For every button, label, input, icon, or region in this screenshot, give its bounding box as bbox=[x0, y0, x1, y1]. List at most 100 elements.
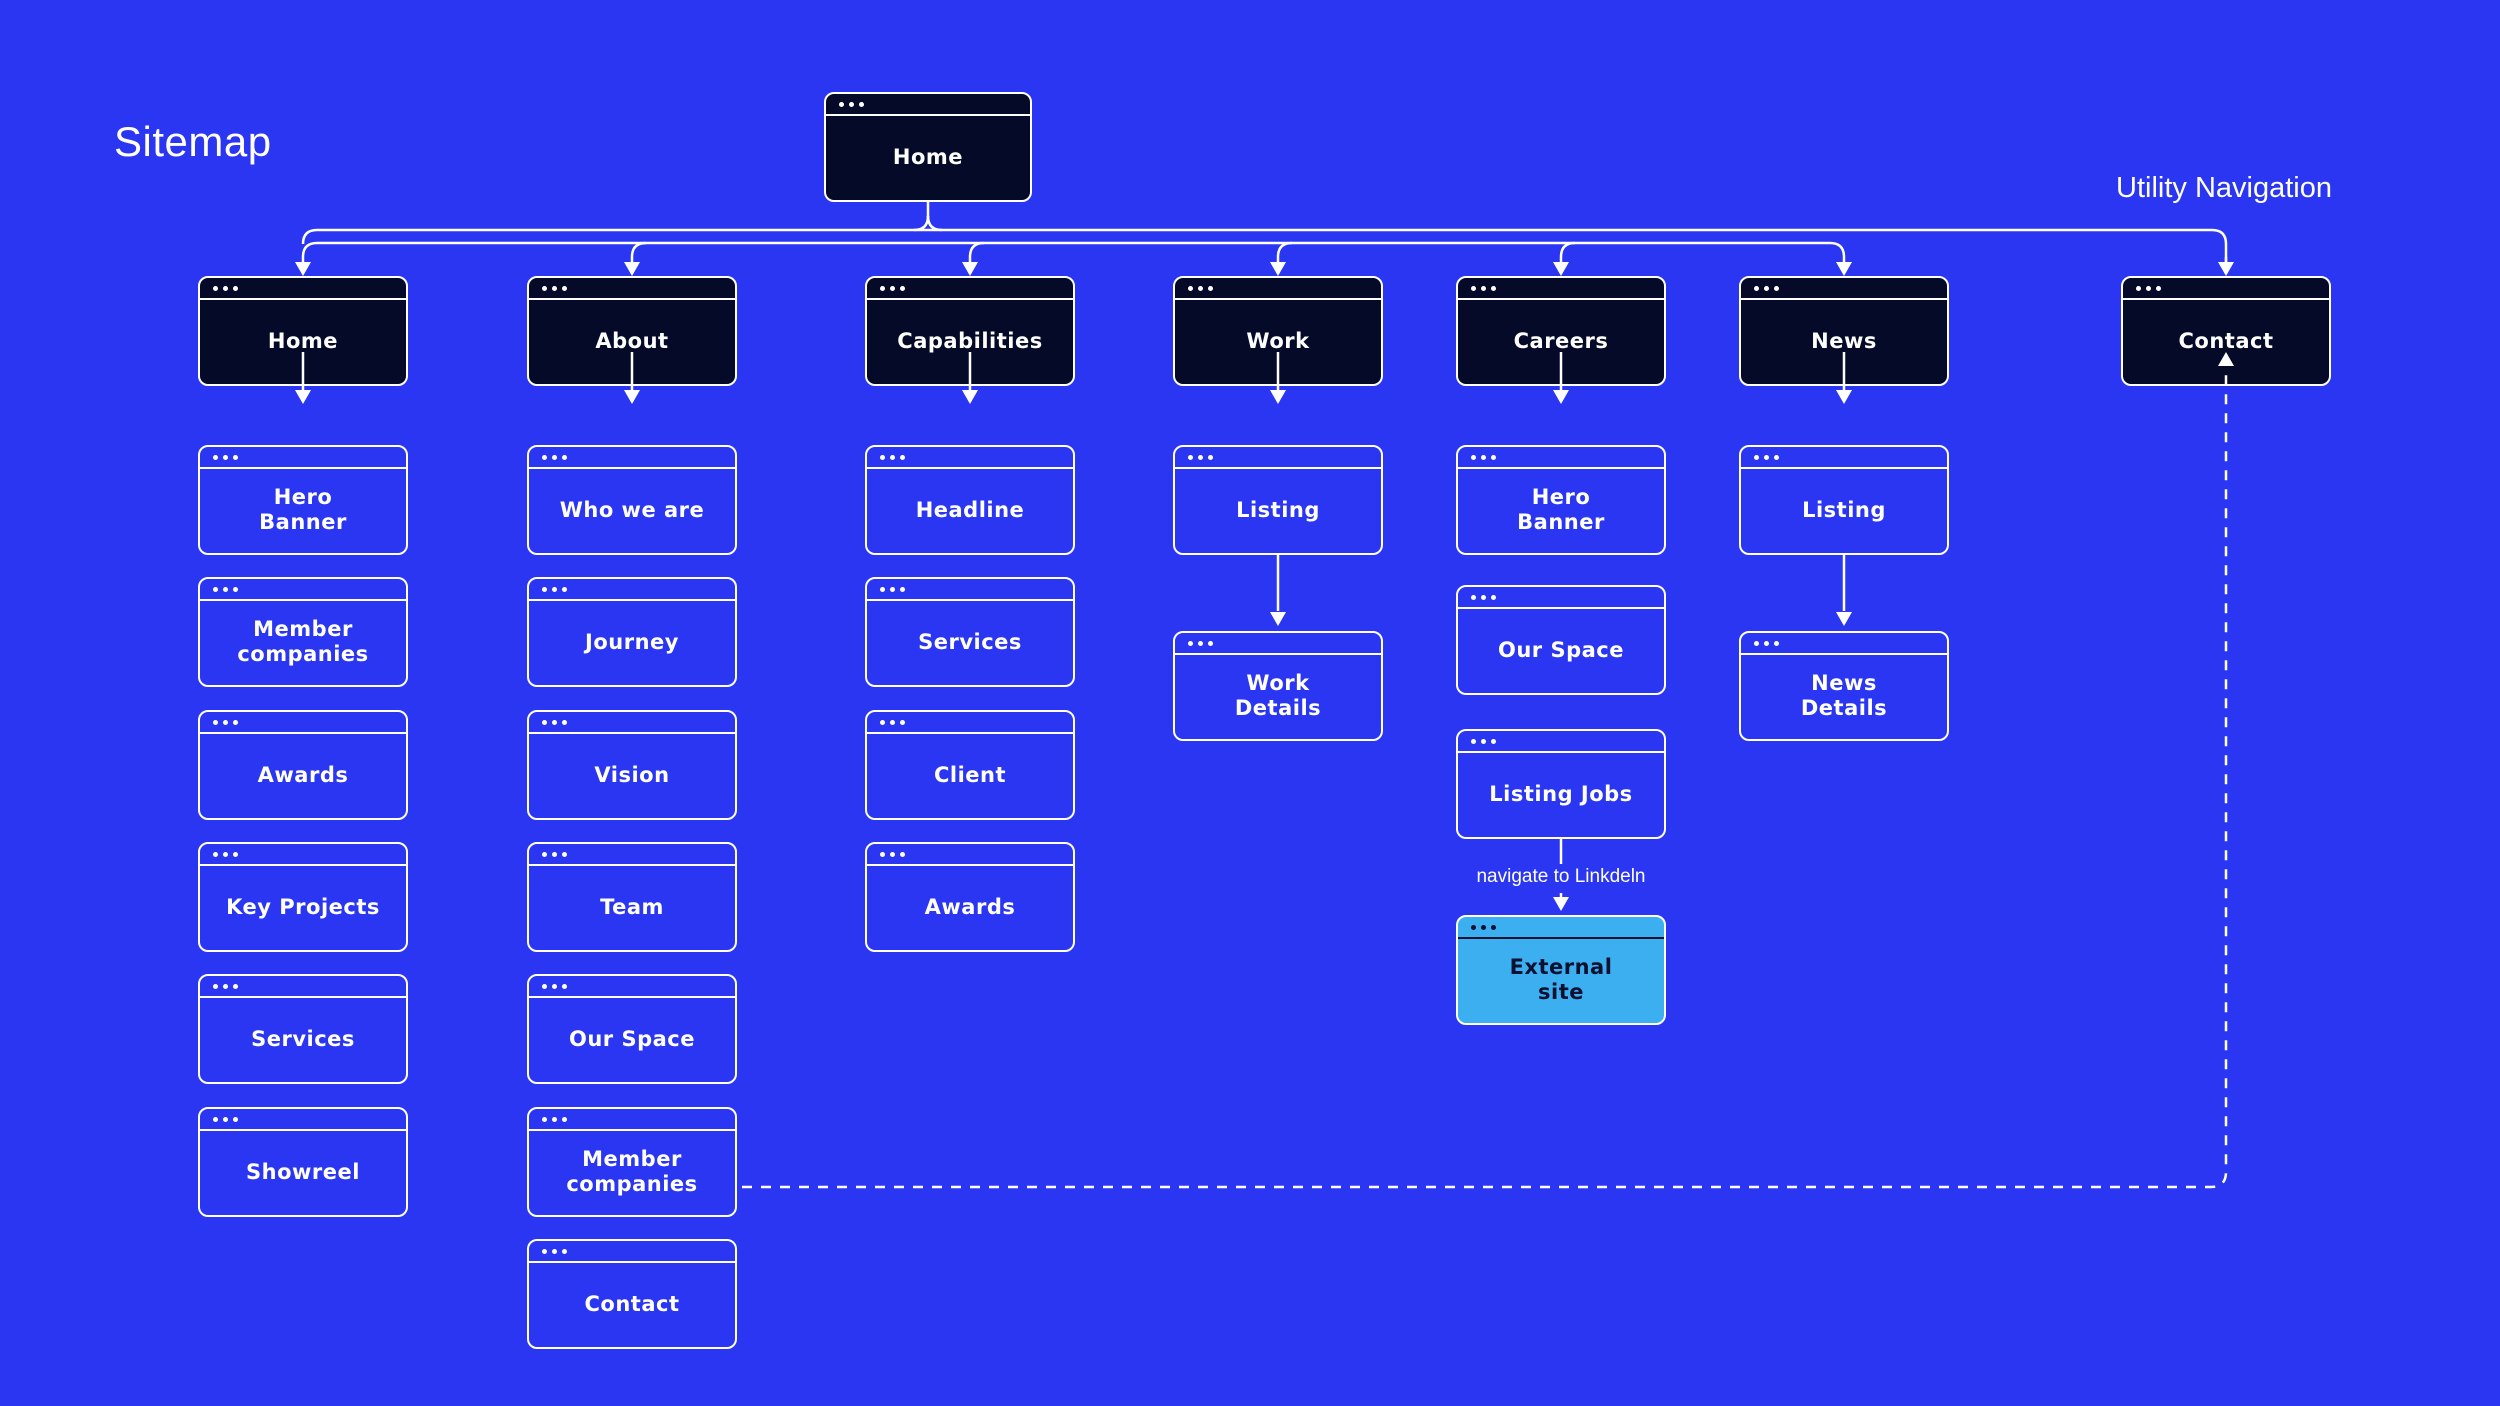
window-dot-icon bbox=[1491, 285, 1496, 291]
node-home-hero-banner[interactable]: Hero Banner bbox=[198, 445, 408, 555]
window-dot-icon bbox=[1471, 594, 1476, 600]
node-about-member-companies[interactable]: Member companies bbox=[527, 1107, 737, 1217]
node-about-team[interactable]: Team bbox=[527, 842, 737, 952]
window-dot-icon bbox=[562, 851, 567, 857]
node-news[interactable]: News bbox=[1739, 276, 1949, 386]
window-dot-icon bbox=[900, 586, 905, 592]
node-careers-listing-jobs[interactable]: Listing Jobs bbox=[1456, 729, 1666, 839]
window-dot-icon bbox=[552, 586, 557, 592]
window-dot-icon bbox=[1481, 924, 1486, 930]
node-work-work-details[interactable]: Work Details bbox=[1173, 631, 1383, 741]
window-dot-icon bbox=[900, 285, 905, 291]
node-contact[interactable]: Contact bbox=[2121, 276, 2331, 386]
node-about-contact[interactable]: Contact bbox=[527, 1239, 737, 1349]
node-news-news-details[interactable]: News Details bbox=[1739, 631, 1949, 741]
node-about[interactable]: About bbox=[527, 276, 737, 386]
node-work-listing[interactable]: Listing bbox=[1173, 445, 1383, 555]
node-label: Listing bbox=[1802, 497, 1886, 522]
node-label: Services bbox=[251, 1026, 355, 1051]
arrowhead-icon bbox=[1553, 390, 1569, 404]
node-news-listing[interactable]: Listing bbox=[1739, 445, 1949, 555]
window-dot-icon bbox=[552, 983, 557, 989]
node-careers[interactable]: Careers bbox=[1456, 276, 1666, 386]
window-dot-icon bbox=[2136, 285, 2141, 291]
window-titlebar bbox=[200, 712, 406, 734]
node-label: Member companies bbox=[566, 1147, 698, 1196]
window-dot-icon bbox=[1754, 454, 1759, 460]
window-dot-icon bbox=[233, 285, 238, 291]
window-dot-icon bbox=[223, 1116, 228, 1122]
window-dot-icon bbox=[233, 454, 238, 460]
node-label: Member companies bbox=[237, 617, 369, 666]
node-capabilities-awards[interactable]: Awards bbox=[865, 842, 1075, 952]
window-dot-icon bbox=[1491, 924, 1496, 930]
window-titlebar bbox=[867, 844, 1073, 866]
node-root-home[interactable]: Home bbox=[824, 92, 1032, 202]
node-home-showreel[interactable]: Showreel bbox=[198, 1107, 408, 1217]
window-dot-icon bbox=[233, 1116, 238, 1122]
window-dot-icon bbox=[542, 454, 547, 460]
node-home-member-companies[interactable]: Member companies bbox=[198, 577, 408, 687]
node-about-vision[interactable]: Vision bbox=[527, 710, 737, 820]
window-dot-icon bbox=[552, 1248, 557, 1254]
window-dot-icon bbox=[213, 1116, 218, 1122]
window-titlebar bbox=[1458, 278, 1664, 300]
arrowhead-icon bbox=[624, 262, 640, 276]
node-home-awards[interactable]: Awards bbox=[198, 710, 408, 820]
window-dot-icon bbox=[1481, 594, 1486, 600]
node-label: Our Space bbox=[569, 1026, 695, 1051]
external-link-note: navigate to Linkdeln bbox=[1476, 866, 1646, 887]
window-dot-icon bbox=[542, 285, 547, 291]
window-dot-icon bbox=[213, 719, 218, 725]
node-home[interactable]: Home bbox=[198, 276, 408, 386]
arrowhead-icon bbox=[962, 390, 978, 404]
node-capabilities-services[interactable]: Services bbox=[865, 577, 1075, 687]
window-dot-icon bbox=[839, 101, 844, 107]
window-dot-icon bbox=[880, 851, 885, 857]
arrowhead-icon bbox=[1553, 897, 1569, 911]
node-label: Awards bbox=[924, 894, 1016, 919]
window-titlebar bbox=[200, 844, 406, 866]
connector-path bbox=[913, 215, 930, 232]
connector-path bbox=[630, 241, 647, 258]
window-dot-icon bbox=[1471, 285, 1476, 291]
node-capabilities[interactable]: Capabilities bbox=[865, 276, 1075, 386]
arrowhead-icon bbox=[295, 390, 311, 404]
node-about-our-space[interactable]: Our Space bbox=[527, 974, 737, 1084]
connector-path bbox=[968, 241, 985, 258]
arrowhead-icon bbox=[1553, 262, 1569, 276]
node-label: Work bbox=[1246, 328, 1310, 353]
window-dot-icon bbox=[552, 719, 557, 725]
window-dot-icon bbox=[880, 586, 885, 592]
node-home-services[interactable]: Services bbox=[198, 974, 408, 1084]
window-dot-icon bbox=[1774, 454, 1779, 460]
window-dot-icon bbox=[562, 454, 567, 460]
node-about-journey[interactable]: Journey bbox=[527, 577, 737, 687]
node-label: Vision bbox=[594, 762, 670, 787]
node-careers-hero-banner[interactable]: Hero Banner bbox=[1456, 445, 1666, 555]
window-titlebar bbox=[200, 976, 406, 998]
window-dot-icon bbox=[890, 285, 895, 291]
node-label: News Details bbox=[1800, 671, 1888, 720]
window-dot-icon bbox=[2146, 285, 2151, 291]
window-titlebar bbox=[529, 278, 735, 300]
node-capabilities-headline[interactable]: Headline bbox=[865, 445, 1075, 555]
window-dot-icon bbox=[900, 454, 905, 460]
node-about-who-we-are[interactable]: Who we are bbox=[527, 445, 737, 555]
node-careers-our-space[interactable]: Our Space bbox=[1456, 585, 1666, 695]
window-dot-icon bbox=[1491, 594, 1496, 600]
node-label: Headline bbox=[915, 497, 1025, 522]
node-label: Awards bbox=[257, 762, 349, 787]
window-dot-icon bbox=[1764, 640, 1769, 646]
connector-path bbox=[2211, 228, 2228, 245]
node-capabilities-client[interactable]: Client bbox=[865, 710, 1075, 820]
window-titlebar bbox=[867, 712, 1073, 734]
arrowhead-icon bbox=[1836, 262, 1852, 276]
node-label: Showreel bbox=[246, 1159, 360, 1184]
node-work[interactable]: Work bbox=[1173, 276, 1383, 386]
node-label: Services bbox=[918, 629, 1022, 654]
window-dot-icon bbox=[1774, 285, 1779, 291]
node-careers-external-site[interactable]: External site bbox=[1456, 915, 1666, 1025]
node-home-key-projects[interactable]: Key Projects bbox=[198, 842, 408, 952]
window-dot-icon bbox=[233, 851, 238, 857]
